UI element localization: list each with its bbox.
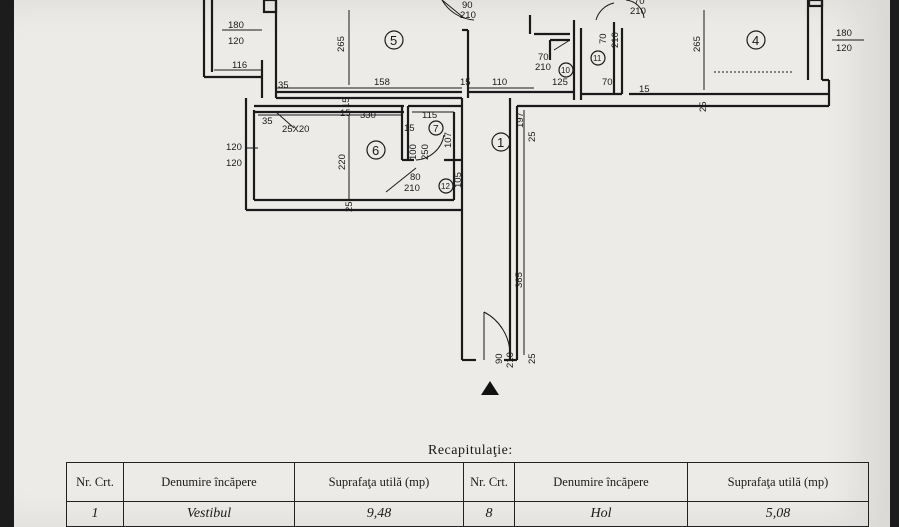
dim-door-bath-w: 70 (538, 52, 549, 63)
document-sheet: 5 4 6 7 1 10 11 12 180 120 116 35 158 15… (14, 0, 890, 527)
header-nr-2: Nr. Crt. (463, 462, 515, 502)
dim-window-left2-w: 120 (226, 142, 242, 153)
dim-door-bed-h: 210 (404, 183, 420, 194)
dim-window-left2-h: 120 (226, 158, 242, 169)
dim-125a: 125 (552, 77, 568, 88)
room-10-label: 10 (561, 66, 570, 75)
dim-door-top-w: 90 (462, 0, 473, 11)
dim-158: 158 (374, 77, 390, 88)
room-5-label: 5 (390, 33, 397, 48)
cell-nr: 1 (66, 501, 124, 527)
dim-265a: 265 (336, 36, 347, 52)
dim-15b: 15 (639, 84, 650, 95)
dim-door-top2-w: 70 (634, 0, 645, 7)
dim-197: 197 (515, 112, 526, 128)
room-6-label: 6 (372, 143, 379, 158)
room-1-label: 1 (497, 135, 504, 150)
room-4-label: 4 (752, 33, 759, 48)
cell-name: Vestibul (123, 501, 295, 527)
dim-15d: 15 (404, 123, 415, 134)
room-11-label: 11 (593, 54, 602, 63)
header-area: Suprafaţa utilă (mp) (294, 462, 464, 502)
dim-107: 107 (443, 132, 454, 148)
dim-door-top-h: 210 (460, 10, 476, 21)
dim-116: 116 (232, 60, 247, 71)
dim-25d: 25 (527, 353, 538, 364)
header-nr: Nr. Crt. (66, 462, 124, 502)
recap-title: Recapitulaţie: (428, 443, 513, 458)
entrance-arrow-icon (481, 381, 499, 395)
header-name-2: Denumire încăpere (514, 462, 688, 502)
room-12-label: 12 (441, 182, 450, 191)
header-name: Denumire încăpere (123, 462, 295, 502)
dim-15c: 15 (340, 108, 351, 119)
dim-250: 250 (420, 144, 431, 160)
dim-330: 330 (360, 110, 376, 121)
cell-area-2: 5,08 (687, 501, 869, 527)
dim-265b: 265 (692, 36, 703, 52)
dim-door-wc-h: 210 (610, 32, 621, 48)
table-row: 1 Vestibul 9,48 8 Hol 5,08 (66, 501, 869, 527)
room-7-label: 7 (433, 124, 439, 135)
dim-door-entry-w: 90 (494, 353, 505, 364)
dim-door-top2-h: 210 (630, 6, 646, 17)
dim-window-right-w: 180 (836, 28, 852, 39)
header-area-2: Suprafaţa utilă (mp) (687, 462, 869, 502)
dim-window-left-w: 180 (228, 20, 244, 31)
dim-25x20: 25X20 (282, 124, 309, 135)
dim-100: 100 (408, 144, 419, 160)
dim-105: 105 (453, 172, 464, 188)
cell-nr-2: 8 (463, 501, 515, 527)
floor-plan: 5 4 6 7 1 10 11 12 180 120 116 35 158 15… (202, 0, 864, 395)
dim-115: 115 (422, 110, 437, 121)
dim-35b: 35 (262, 116, 273, 127)
dim-door-bath-h: 210 (535, 62, 551, 73)
dim-110: 110 (492, 77, 507, 88)
recap-header-row: Nr. Crt. Denumire încăpere Suprafaţa uti… (66, 462, 869, 502)
dim-70a: 70 (602, 77, 613, 88)
dim-15a: 15 (460, 77, 471, 88)
dim-35a: 35 (278, 80, 289, 91)
dim-25b: 25 (344, 201, 355, 212)
dim-door-entry-h: 210 (505, 352, 516, 368)
dim-25c: 25 (698, 101, 709, 112)
dim-door-bed-w: 80 (410, 172, 421, 183)
cell-name-2: Hol (514, 501, 688, 527)
dim-door-wc-w: 70 (598, 33, 609, 44)
dim-window-right-h: 120 (836, 43, 852, 54)
cell-area: 9,48 (294, 501, 464, 527)
recap-table: Nr. Crt. Denumire încăpere Suprafaţa uti… (66, 462, 869, 527)
dim-window-left-h: 120 (228, 36, 244, 47)
dim-25a: 25 (527, 131, 538, 142)
dim-220: 220 (337, 154, 348, 170)
dim-15e: 15 (341, 97, 352, 108)
dim-365: 365 (514, 272, 525, 288)
